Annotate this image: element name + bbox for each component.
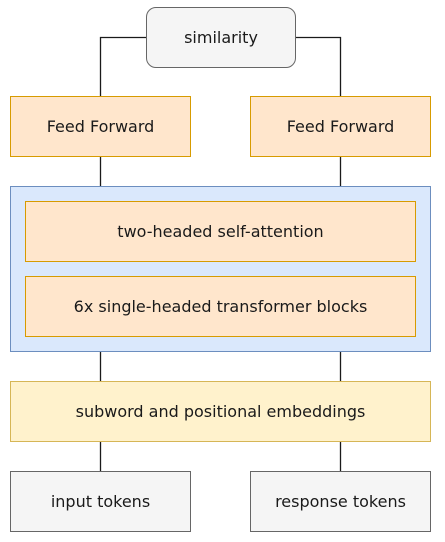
feed-forward-left-label: Feed Forward — [46, 116, 155, 136]
connector-left-ff-to-similarity — [99, 36, 146, 96]
input-tokens-node: input tokens — [10, 471, 191, 532]
input-tokens-label: input tokens — [50, 491, 151, 511]
self-attention-label: two-headed self-attention — [117, 221, 324, 241]
self-attention-node: two-headed self-attention — [25, 201, 416, 262]
similarity-node: similarity — [146, 7, 296, 68]
similarity-label: similarity — [184, 27, 258, 47]
feed-forward-right-node: Feed Forward — [250, 96, 431, 157]
feed-forward-right-label: Feed Forward — [286, 116, 395, 136]
response-tokens-node: response tokens — [250, 471, 431, 532]
embeddings-label: subword and positional embeddings — [75, 401, 366, 421]
transformer-blocks-label: 6x single-headed transformer blocks — [73, 296, 368, 316]
response-tokens-label: response tokens — [275, 491, 406, 511]
feed-forward-left-node: Feed Forward — [10, 96, 191, 157]
transformer-blocks-node: 6x single-headed transformer blocks — [25, 276, 416, 337]
embeddings-node: subword and positional embeddings — [10, 381, 431, 442]
connector-right-ff-to-similarity — [296, 36, 342, 96]
